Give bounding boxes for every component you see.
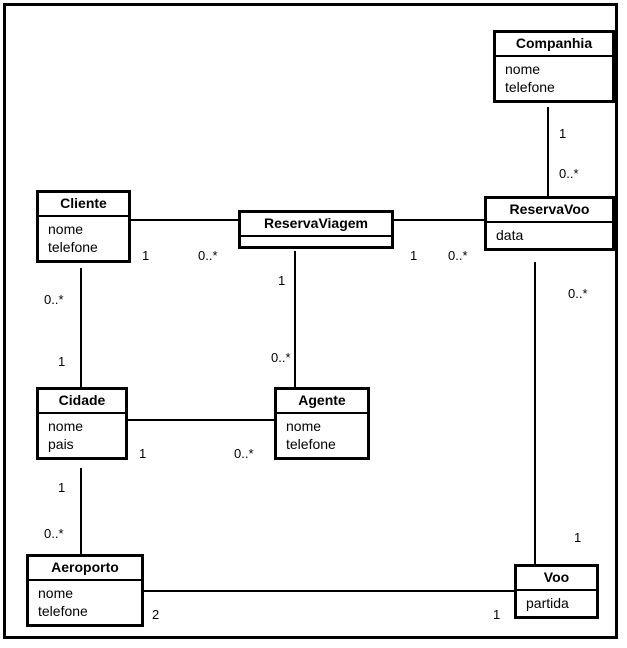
class-box-voo[interactable]: Voo partida xyxy=(514,564,599,619)
attribute: nome xyxy=(505,61,541,77)
multiplicity-reservaviagem-right: 1 xyxy=(410,248,418,263)
attribute: nome xyxy=(286,418,322,434)
attribute: nome xyxy=(48,221,84,237)
multiplicity-cliente-down: 0..* xyxy=(44,292,64,307)
multiplicity-cidade-right: 1 xyxy=(139,446,147,461)
edge-reservaviagem-reservavoo xyxy=(393,219,487,221)
multiplicity-cidade-up: 1 xyxy=(58,354,66,369)
class-box-reservaviagem[interactable]: ReservaViagem xyxy=(238,210,394,249)
class-name-aeroporto: Aeroporto xyxy=(29,557,141,581)
class-name-agente: Agente xyxy=(277,390,367,414)
class-name-cliente: Cliente xyxy=(39,193,128,217)
class-attributes-reservavoo: data xyxy=(487,223,612,248)
class-attributes-agente: nome telefone xyxy=(277,414,367,457)
attribute: pais xyxy=(48,436,74,452)
multiplicity-cidade-down: 1 xyxy=(58,480,66,495)
class-box-companhia[interactable]: Companhia nome telefone xyxy=(493,30,615,103)
class-box-cidade[interactable]: Cidade nome pais xyxy=(36,387,128,460)
edge-cidade-agente xyxy=(125,419,277,421)
attribute: nome xyxy=(38,585,74,601)
edge-cidade-aeroporto xyxy=(80,468,82,558)
multiplicity-reservavoo-down: 0..* xyxy=(568,286,588,301)
class-attributes-cliente: nome telefone xyxy=(39,217,128,260)
multiplicity-reservavoo-up: 0..* xyxy=(559,166,579,181)
class-box-aeroporto[interactable]: Aeroporto nome telefone xyxy=(26,554,144,627)
attribute: partida xyxy=(526,595,569,611)
multiplicity-aeroporto-right: 2 xyxy=(152,607,160,622)
class-name-reservaviagem: ReservaViagem xyxy=(241,213,391,237)
multiplicity-reservavoo-left: 0..* xyxy=(448,248,468,263)
attribute: telefone xyxy=(286,436,336,452)
class-name-voo: Voo xyxy=(517,567,596,591)
multiplicity-agente-up: 0..* xyxy=(271,350,291,365)
attribute: telefone xyxy=(505,79,555,95)
multiplicity-voo-left: 1 xyxy=(493,607,501,622)
class-name-companhia: Companhia xyxy=(496,33,612,57)
edge-cliente-cidade xyxy=(80,268,82,389)
multiplicity-reservaviagem-left: 0..* xyxy=(198,248,218,263)
attribute: data xyxy=(496,227,524,243)
multiplicity-reservaviagem-down: 1 xyxy=(278,273,286,288)
attribute: telefone xyxy=(48,239,98,255)
attribute: telefone xyxy=(38,603,88,619)
class-box-agente[interactable]: Agente nome telefone xyxy=(274,387,370,460)
class-attributes-cidade: nome pais xyxy=(39,414,125,457)
multiplicity-cliente-right: 1 xyxy=(142,248,150,263)
multiplicity-companhia-down: 1 xyxy=(559,126,567,141)
edge-cliente-reservaviagem xyxy=(128,219,240,221)
class-name-cidade: Cidade xyxy=(39,390,125,414)
class-name-reservavoo: ReservaVoo xyxy=(487,199,612,223)
attribute: nome xyxy=(48,418,84,434)
edge-aeroporto-voo xyxy=(141,590,519,592)
class-attributes-voo: partida xyxy=(517,591,596,616)
class-box-reservavoo[interactable]: ReservaVoo data xyxy=(484,196,615,251)
edge-reservavoo-voo xyxy=(534,262,536,567)
class-attributes-companhia: nome telefone xyxy=(496,57,612,100)
class-attributes-aeroporto: nome telefone xyxy=(29,581,141,624)
edge-companhia-reservavoo xyxy=(547,107,549,196)
class-attributes-reservaviagem xyxy=(241,237,391,246)
class-box-cliente[interactable]: Cliente nome telefone xyxy=(36,190,131,263)
edge-reservaviagem-agente xyxy=(294,251,296,389)
multiplicity-voo-up: 1 xyxy=(574,530,582,545)
diagram-frame: Companhia nome telefone Cliente nome tel… xyxy=(3,3,618,639)
multiplicity-agente-left: 0..* xyxy=(234,446,254,461)
multiplicity-aeroporto-up: 0..* xyxy=(44,526,64,541)
